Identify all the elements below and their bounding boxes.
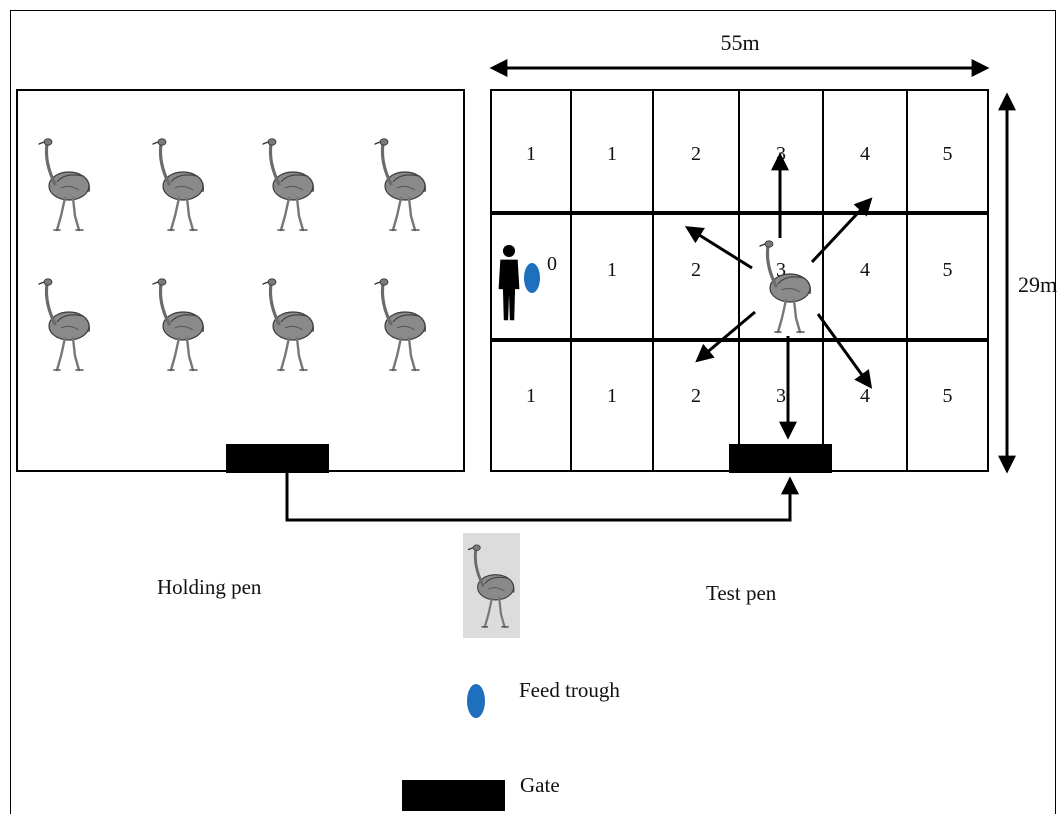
holding-pen-gate [226,444,329,473]
zone-number: 2 [691,385,701,407]
zone-number: 4 [860,259,870,281]
holding-pen-label: Holding pen [157,575,262,599]
zone-number: 5 [943,385,953,407]
movement-arrows [684,152,873,440]
zone-number: 1 [526,143,536,165]
zone-number: 3 [776,259,786,281]
zone-number: 2 [691,259,701,281]
zone-number: 2 [691,143,701,165]
figure-frame [10,10,1056,814]
zone-number: 0 [547,253,557,275]
arrow-up-right [810,197,873,264]
feed-trough-icon [524,263,540,293]
legend-gate-label: Gate [520,773,560,797]
zone-number: 1 [607,259,617,281]
zone-number: 5 [943,143,953,165]
height-dimension-label: 29m [1018,272,1057,297]
zone-number: 5 [943,259,953,281]
zone-number: 4 [860,143,870,165]
zone-number: 1 [607,143,617,165]
gate-connector-path [285,473,799,522]
legend-feed-trough-label: Feed trough [519,678,620,702]
test-pen-label: Test pen [706,581,777,605]
arrow-up-left [684,226,753,270]
zone-number: 1 [607,385,617,407]
arrow-down-left [695,310,756,363]
holding-pen-enclosure [16,89,465,472]
zone-number: 3 [776,385,786,407]
test-pen-gate [729,444,832,473]
legend-gate-icon [402,780,505,811]
zone-number: 4 [860,385,870,407]
legend-feed-trough-icon [467,684,485,718]
width-dimension-label: 55m [720,30,759,55]
zone-number: 1 [526,385,536,407]
test-pen-grid-lines [491,90,988,471]
arrow-down-right [816,313,873,389]
